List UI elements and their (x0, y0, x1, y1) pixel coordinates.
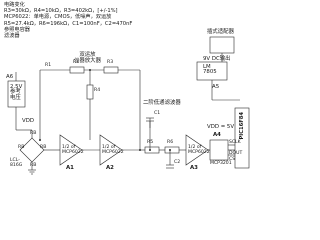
chip-a3: 1/2 of MCP6022 (188, 145, 210, 155)
note-line: MCP6022：单电源，CMOS，低噪声，双运放 (4, 14, 112, 21)
label-dc-out: 9V DC输出 (203, 56, 231, 62)
opamp-a3 (185, 134, 209, 166)
label-a3: A3 (190, 165, 198, 171)
label-a2: A2 (106, 165, 114, 171)
label-25v-ref: 2.5V 参考 电压 (10, 84, 23, 101)
label-rb-top: RB (30, 131, 37, 136)
schematic-canvas: 电路变化 R3=30kΩ，R4=10kΩ，R3=402kΩ，[+/-1%] MC… (4, 2, 250, 175)
label-a6: A6 (6, 74, 14, 80)
junction (39, 139, 41, 141)
opamp-a2 (99, 134, 123, 166)
junction (139, 149, 141, 151)
label-r2: R2 (73, 60, 80, 65)
note-line: R3=30kΩ，R4=10kΩ，R3=402kΩ，[+/-1%] (4, 8, 118, 15)
opamp-a1 (59, 134, 83, 166)
label-rb-right: RB (40, 145, 47, 150)
reference-box-a6 (7, 80, 26, 108)
design-notes: 电路变化 R3=30kΩ，R4=10kΩ，R3=402kΩ，[+/-1%] MC… (4, 2, 132, 39)
resistor-r2 (69, 66, 85, 74)
label-a5: A5 (212, 84, 220, 90)
label-vdd-left: VDD (22, 118, 34, 124)
label-c1: C1 (154, 111, 161, 116)
schematic-drawing (7, 36, 250, 175)
label-dual-amp: 双运放 仪器放大器 (74, 52, 101, 64)
label-a4: A4 (213, 132, 221, 138)
label-lcl: LCL- 816G (10, 158, 23, 168)
adapter-plug (209, 36, 235, 54)
label-adapter: 插式适配器 (207, 29, 234, 35)
label-r1: R1 (45, 63, 52, 68)
label-r3: R3 (107, 60, 114, 65)
label-lm7805: LM 7805 (203, 64, 217, 76)
junction (149, 149, 151, 151)
note-line: 参照电容器 (4, 26, 30, 33)
chip-a1: 1/2 of MCP6022 (62, 145, 84, 155)
resistor-r5 (144, 146, 160, 154)
note-line: 电路变化 (4, 2, 25, 8)
pin-dout: DOUT (229, 151, 243, 156)
resistor-r4 (86, 84, 94, 100)
label-lowpass: 二阶低通滤波器 (143, 100, 181, 106)
junction (169, 149, 171, 151)
note-line: 滤波器 (4, 33, 20, 40)
label-r4: R4 (94, 88, 101, 93)
chip-a2: 1/2 of MCP6022 (102, 145, 124, 155)
pin-cs: CS (229, 157, 236, 162)
label-rb-bot: RB (30, 163, 37, 168)
label-rb-left: RB (18, 145, 25, 150)
pic-box (234, 107, 250, 169)
label-vdd-right: VDD = 5V (207, 124, 235, 130)
label-c2: C2 (174, 160, 181, 165)
label-r5: R5 (147, 140, 154, 145)
label-r6: R6 (167, 140, 174, 145)
label-a1: A1 (66, 165, 74, 171)
adc-mcp3201 (209, 139, 229, 161)
resistor-r6 (164, 146, 180, 154)
chip-pic: PIC16F84 (239, 112, 245, 140)
resistor-r3 (103, 66, 119, 74)
note-line: R5=27.4kΩ，R6=196kΩ，C1=100nF，C2=470nF (4, 20, 133, 27)
chip-mcp3201: MCP3201 (210, 161, 232, 166)
pin-sclk: SCLK (229, 140, 241, 145)
junction (89, 69, 91, 71)
